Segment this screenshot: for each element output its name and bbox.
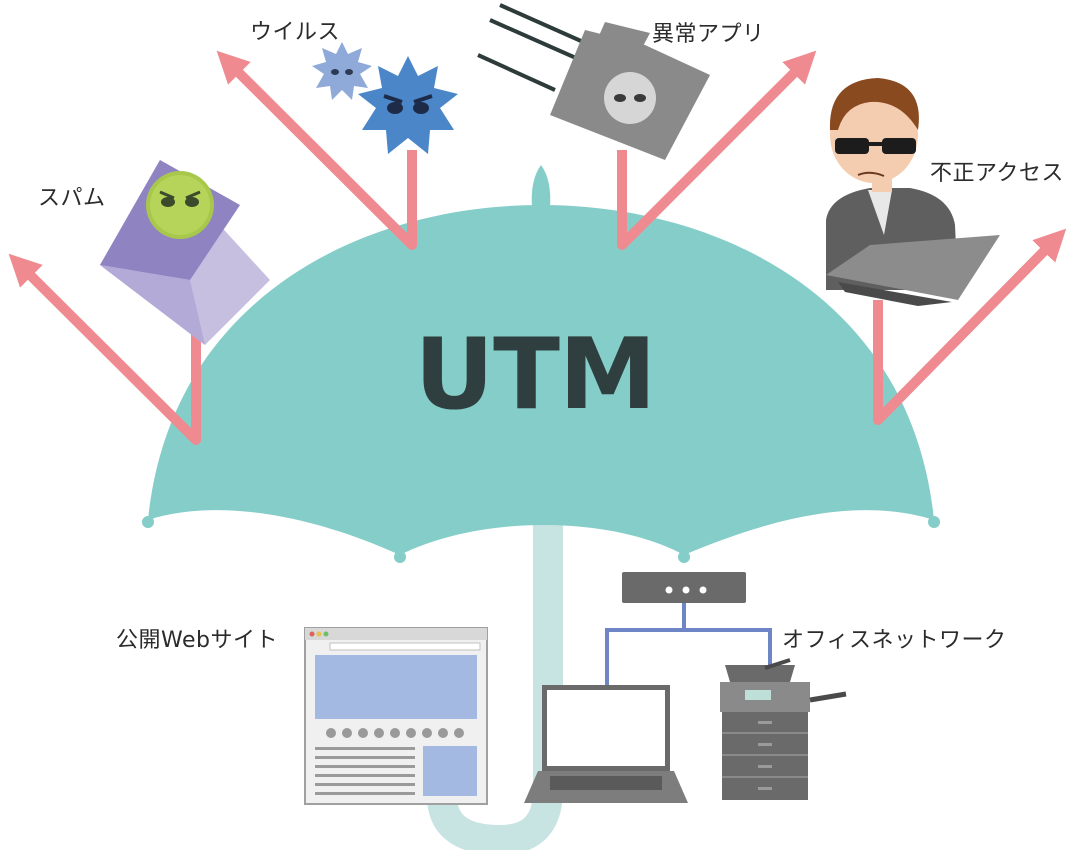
label-spam: スパム — [38, 186, 106, 211]
hacker-icon — [826, 78, 1000, 306]
arrow-virus — [216, 50, 417, 250]
laptop-icon — [524, 685, 688, 803]
label-malicious-app: 異常アプリ — [652, 22, 765, 47]
virus-icon — [312, 42, 458, 154]
label-virus: ウイルス — [250, 20, 341, 45]
umbrella-handle — [427, 465, 563, 850]
printer-icon — [720, 658, 847, 800]
spam-envelope-icon — [100, 160, 270, 345]
utm-title: UTM — [414, 318, 657, 432]
website-browser-icon — [304, 627, 488, 805]
office-network-icon — [524, 572, 847, 803]
deflection-arrows — [8, 50, 1067, 445]
arrow-app — [617, 50, 817, 250]
arrow-access — [873, 228, 1067, 425]
label-public-website: 公開Webサイト — [116, 628, 278, 653]
arrow-spam — [8, 253, 201, 445]
malicious-app-icon — [477, 3, 710, 160]
label-office-network: オフィスネットワーク — [782, 628, 1007, 653]
label-unauthorized-access: 不正アクセス — [930, 161, 1064, 186]
umbrella-canopy — [142, 165, 940, 563]
spam-virus-icon — [146, 171, 214, 239]
router-icon — [622, 572, 746, 603]
